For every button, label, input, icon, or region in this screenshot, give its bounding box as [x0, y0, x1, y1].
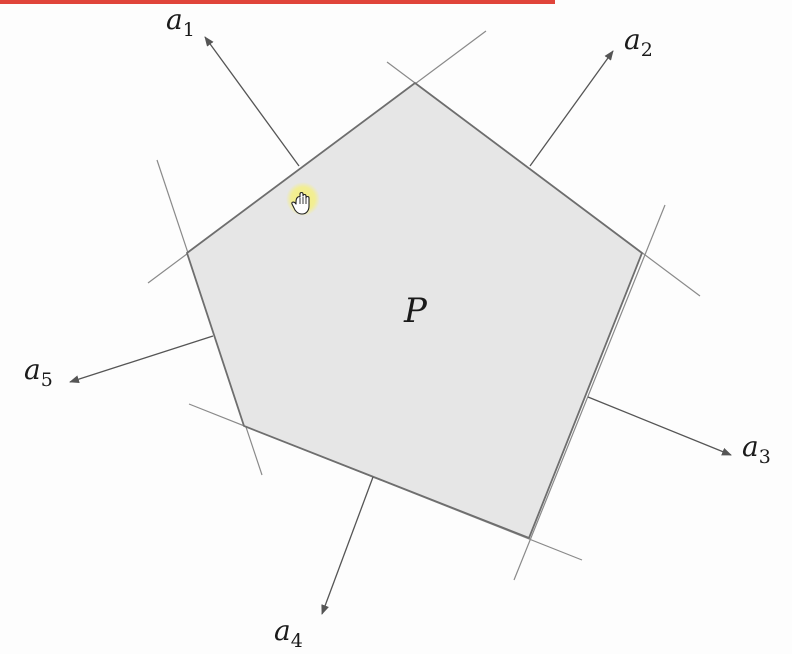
label-a4: a4 [274, 614, 303, 652]
normal-vectors [69, 36, 732, 615]
vector-labels: a1 a2 a3 a4 a5 [24, 3, 771, 652]
label-a2: a2 [624, 23, 653, 61]
normal-arrow-a3 [587, 396, 732, 456]
label-a3: a3 [742, 430, 771, 468]
normal-arrow-a5 [69, 335, 214, 384]
normal-arrow-a2 [529, 50, 614, 167]
cursor-overlay [286, 182, 320, 216]
hyperplane-line-3 [513, 204, 666, 581]
label-a1: a1 [166, 3, 195, 41]
normal-arrow-a4 [321, 476, 374, 615]
polygon-label: P [403, 291, 428, 331]
normal-arrow-a1 [204, 36, 300, 167]
top-accent-bar [0, 0, 555, 4]
hand-cursor-icon [291, 191, 310, 215]
label-a5: a5 [24, 353, 53, 391]
